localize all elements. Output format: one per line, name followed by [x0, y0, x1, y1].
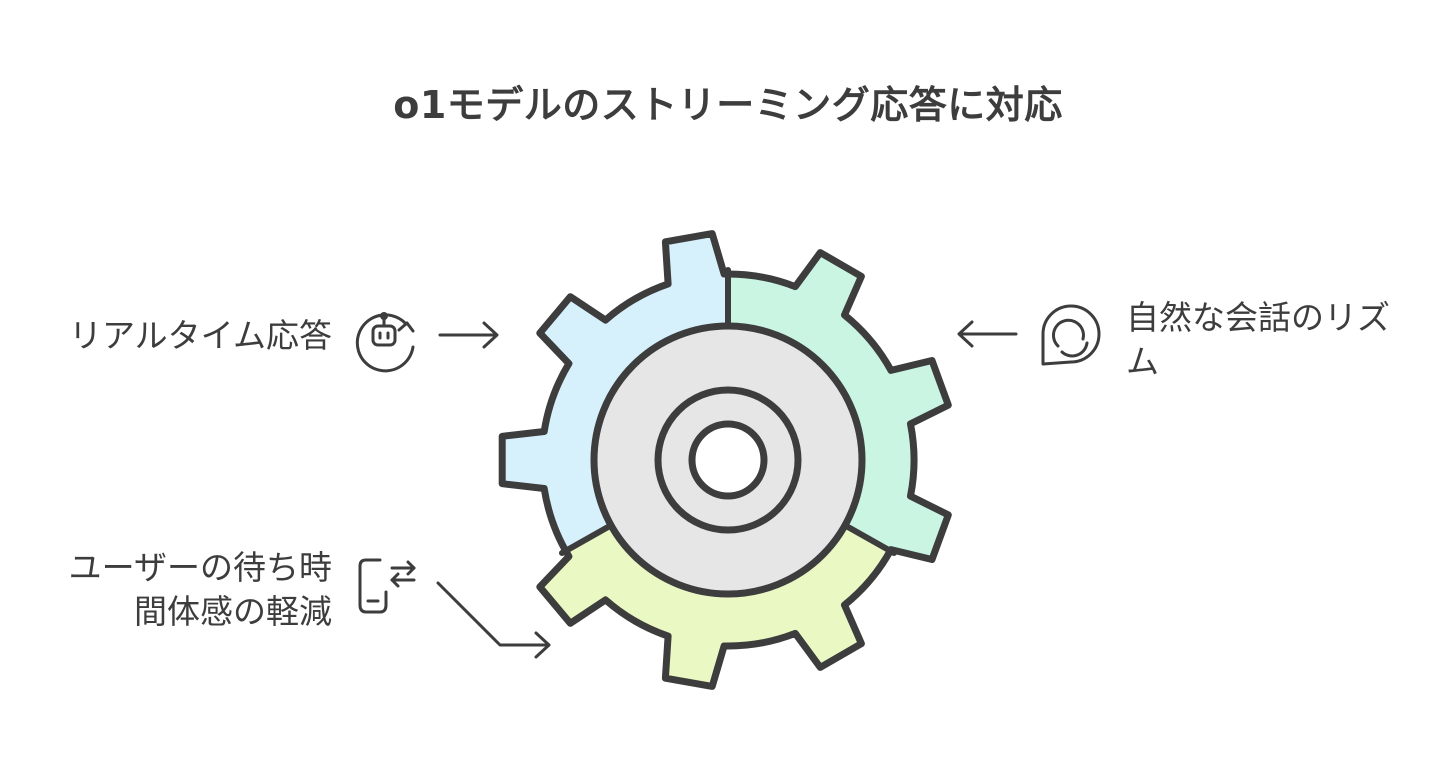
label-wait-reduction: ユーザーの待ち時 間体感の軽減 — [30, 546, 332, 634]
robot-icon — [355, 312, 415, 373]
gear-hole — [688, 420, 768, 500]
gear-divider-left — [559, 524, 611, 556]
arrow-rhythm — [957, 320, 1018, 348]
phone-swap-icon — [358, 558, 416, 614]
gear-outline — [498, 230, 952, 690]
gear-divider-right — [845, 524, 897, 556]
diagram-title: o1モデルのストリーミング応答に対応 — [393, 83, 1063, 127]
label-natural-rhythm: 自然な会話のリズ ム — [1126, 296, 1426, 384]
label-wait-line2: 間体感の軽減 — [134, 592, 332, 631]
label-realtime-response: リアルタイム応答 — [40, 314, 332, 358]
label-rhythm-line2: ム — [1126, 342, 1159, 381]
arrow-wait — [436, 581, 551, 659]
label-wait-line1: ユーザーの待ち時 — [68, 548, 332, 587]
label-realtime-text: リアルタイム応答 — [68, 316, 332, 355]
arrow-realtime — [438, 321, 499, 349]
chat-bubble-icon — [1041, 304, 1101, 366]
gear-hub-ring — [654, 386, 802, 534]
label-rhythm-line1: 自然な会話のリズ — [1126, 298, 1390, 337]
